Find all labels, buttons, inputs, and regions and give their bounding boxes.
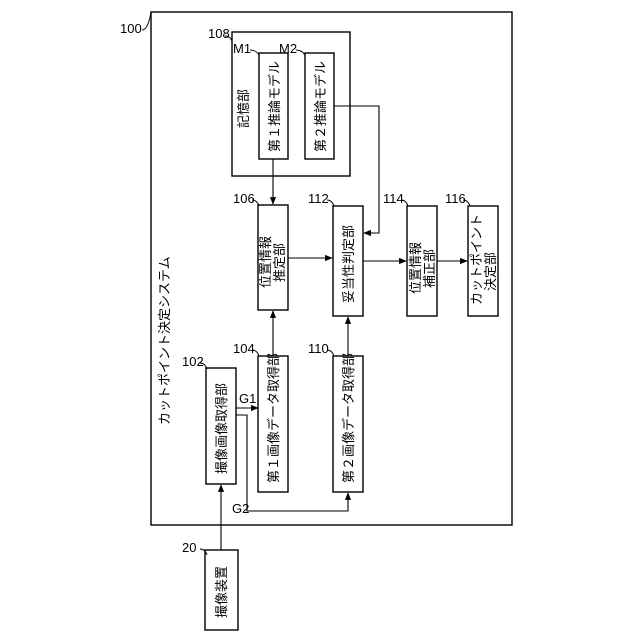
position-corrector-label-2: 補正部 <box>423 249 438 288</box>
system-label: カットポイント決定システム <box>158 256 173 425</box>
position-corrector-label-1: 位置情報 <box>409 242 424 294</box>
signal-g1: G1 <box>239 391 256 406</box>
capture-image-acquirer-label: 撮像画像取得部 <box>214 383 230 474</box>
system-ref: 100 <box>120 21 142 36</box>
second-model-label: 第２推論モデル <box>313 61 329 152</box>
first-image-data-acquirer-ref: 104 <box>233 341 255 356</box>
position-corrector-ref: 114 <box>383 191 404 206</box>
first-image-data-acquirer-label: 第１画像データ取得部 <box>266 353 282 483</box>
first-model-ref: M1 <box>233 41 251 56</box>
first-model-label: 第１推論モデル <box>267 61 283 152</box>
validity-judge-label: 妥当性判定部 <box>342 225 357 303</box>
system-ref-leader <box>142 12 151 30</box>
position-estimator-label-2: 推定部 <box>273 243 288 282</box>
position-estimator-label-1: 位置情報 <box>259 236 274 288</box>
signal-g2: G2 <box>232 501 249 516</box>
cut-point-decider-ref: 116 <box>445 191 466 206</box>
cut-point-decider-label-1: カットポイント <box>470 214 485 305</box>
storage-label: 記憶部 <box>236 89 252 128</box>
second-model-ref: M2 <box>279 41 297 56</box>
capture-image-acquirer-ref: 102 <box>182 354 204 369</box>
second-image-data-acquirer-ref: 110 <box>308 341 329 356</box>
storage-ref: 108 <box>208 26 230 41</box>
position-estimator-ref: 106 <box>233 191 255 206</box>
arrow-g2 <box>236 415 348 511</box>
capture-device-label: 撮像装置 <box>214 566 230 618</box>
second-image-data-acquirer-label: 第２画像データ取得部 <box>341 353 357 483</box>
capture-device-ref: 20 <box>182 540 196 555</box>
validity-judge-ref: 112 <box>308 191 329 206</box>
cut-point-decider-label-2: 決定部 <box>484 252 499 291</box>
